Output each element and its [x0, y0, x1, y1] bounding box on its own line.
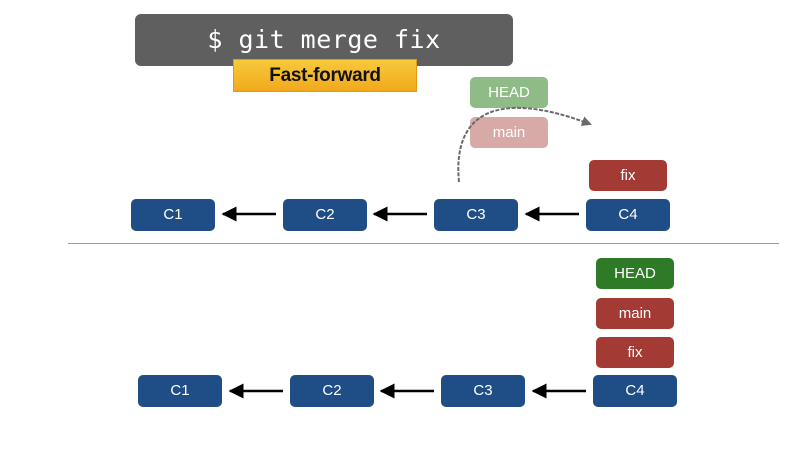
commit-c1-before: C1	[131, 199, 215, 231]
merge-type-badge: Fast-forward	[233, 59, 417, 92]
commit-c4-before: C4	[586, 199, 670, 231]
commit-c3-before: C3	[434, 199, 518, 231]
commit-c4-after: C4	[593, 375, 677, 407]
commit-c3-after: C3	[441, 375, 525, 407]
commit-c1-after: C1	[138, 375, 222, 407]
main-label-before: main	[470, 117, 548, 148]
head-label-after: HEAD	[596, 258, 674, 289]
main-label-after: main	[596, 298, 674, 329]
command-banner: $ git merge fix	[135, 14, 513, 66]
fix-label-after: fix	[596, 337, 674, 368]
commit-c2-before: C2	[283, 199, 367, 231]
fast-forward-move-arrow	[457, 106, 592, 183]
head-label-before: HEAD	[470, 77, 548, 108]
section-divider	[68, 243, 779, 244]
commit-c2-after: C2	[290, 375, 374, 407]
fix-label-before: fix	[589, 160, 667, 191]
